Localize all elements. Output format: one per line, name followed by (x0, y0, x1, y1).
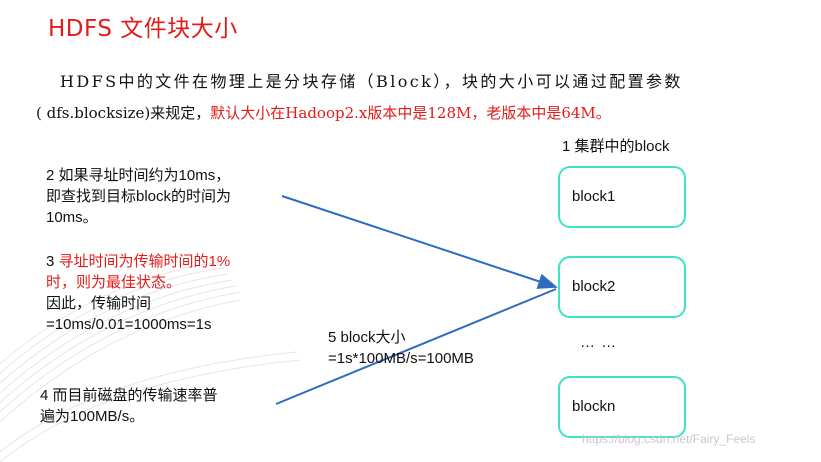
note-optimal-state: 3 寻址时间为传输时间的1% 时，则为最佳状态。 因此，传输时间 =10ms/0… (46, 251, 286, 335)
cluster-label: 1 集群中的block (562, 138, 670, 155)
note-optimal-prefix: 3 (46, 253, 59, 270)
intro-line-2-black: ( dfs.blocksize)来规定， (36, 104, 211, 122)
note-block-size: 5 block大小 =1s*100MB/s=100MB (328, 327, 518, 369)
block-box-1: block1 (558, 166, 686, 228)
note-optimal-red-line1: 寻址时间为传输时间的1% (58, 253, 231, 270)
watermark: https://blog.csdn.net/Fairy_Feels (582, 432, 756, 446)
note-seek-time-line3: 10ms。 (46, 209, 98, 226)
block-box-2: block2 (558, 256, 686, 318)
note-transfer-rate-line1: 4 而目前磁盘的传输速率普 (40, 387, 218, 404)
arrow-from-note4 (275, 288, 557, 405)
arrow-from-note2 (281, 195, 558, 289)
note-optimal-line4: =10ms/0.01=1000ms=1s (46, 316, 212, 333)
note-transfer-rate: 4 而目前磁盘的传输速率普 遍为100MB/s。 (40, 385, 280, 427)
note-optimal-line3: 因此，传输时间 (46, 295, 152, 312)
note-transfer-rate-line2: 遍为100MB/s。 (40, 408, 145, 425)
page-title: HDFS 文件块大小 (48, 16, 238, 42)
intro-line-2-red: 默认大小在Hadoop2.x版本中是128M，老版本中是64M。 (210, 104, 611, 122)
block-ellipsis: … … (580, 334, 618, 351)
intro-line-2: ( dfs.blocksize)来规定，默认大小在Hadoop2.x版本中是12… (36, 102, 611, 123)
block-box-n-label: blockn (572, 398, 616, 415)
block-box-n: blockn (558, 376, 686, 438)
note-block-size-line2: =1s*100MB/s=100MB (328, 350, 474, 367)
block-box-1-label: block1 (572, 188, 616, 205)
note-optimal-state-line1: 3 寻址时间为传输时间的1% (46, 251, 286, 272)
note-seek-time-line2: 即查找到目标block的时间为 (46, 188, 232, 205)
note-block-size-line1: 5 block大小 (328, 329, 406, 346)
block-box-2-label: block2 (572, 278, 616, 295)
note-seek-time-line1: 2 如果寻址时间约为10ms， (46, 167, 231, 184)
note-seek-time: 2 如果寻址时间约为10ms， 即查找到目标block的时间为 10ms。 (46, 165, 286, 228)
note-optimal-red-line2: 时，则为最佳状态。 (46, 274, 182, 291)
intro-line-1: HDFS中的文件在物理上是分块存储（Block），块的大小可以通过配置参数 (60, 72, 683, 91)
